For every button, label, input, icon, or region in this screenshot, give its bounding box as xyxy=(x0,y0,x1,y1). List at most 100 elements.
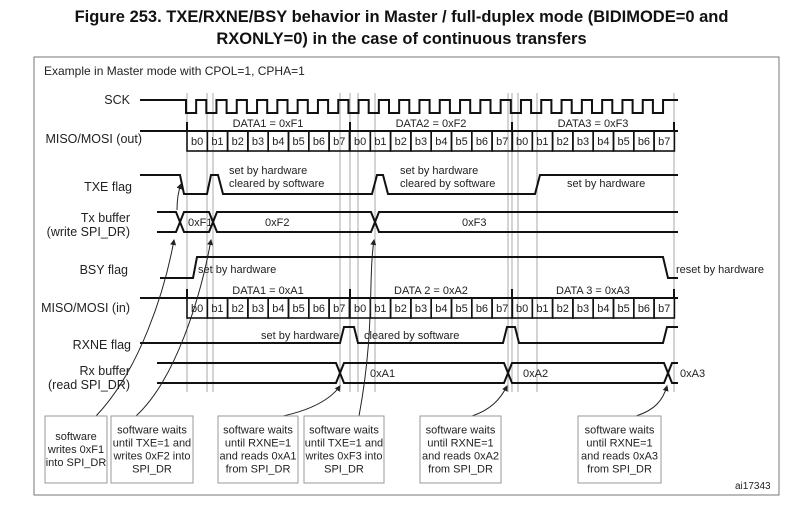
box-text-line: writes 0xF1 xyxy=(47,444,104,456)
bsy-waveform xyxy=(160,256,678,279)
rxne-note-set: set by hardware xyxy=(261,330,339,342)
rxne-waveform xyxy=(140,326,678,344)
in-bit-label: b2 xyxy=(395,303,407,315)
arrow-box1 xyxy=(95,239,177,417)
out-bit-label: b2 xyxy=(232,136,244,148)
box-text-line: from SPI_DR xyxy=(587,464,652,476)
out-bit-label: b6 xyxy=(476,136,488,148)
out-bit-label: b4 xyxy=(435,136,447,148)
box-text-line: until RXNE=1 xyxy=(427,438,493,450)
out-bit-label: b0 xyxy=(191,136,203,148)
in-bit-label: b4 xyxy=(272,303,284,315)
label-rxbuf: Rx buffer xyxy=(80,364,131,378)
example-caption: Example in Master mode with CPOL=1, CPHA… xyxy=(44,64,305,78)
tx-value-3: 0xF3 xyxy=(462,217,486,229)
txe-note-3: set by hardware xyxy=(567,178,645,190)
label-bsy: BSY flag xyxy=(80,263,128,277)
out-byte-label: DATA2 = 0xF2 xyxy=(396,118,467,130)
label-out: MISO/MOSI (out) xyxy=(45,132,142,146)
out-bit-label: b3 xyxy=(577,136,589,148)
in-bit-label: b7 xyxy=(658,303,670,315)
out-bit-label: b5 xyxy=(618,136,630,148)
out-bit-label: b1 xyxy=(536,136,548,148)
txe-note-1b: cleared by software xyxy=(229,178,324,190)
figure-title: Figure 253. TXE/RXNE/BSY behavior in Mas… xyxy=(0,6,803,50)
in-byte-label: DATA1 = 0xA1 xyxy=(232,285,303,297)
out-bit-label: b5 xyxy=(293,136,305,148)
rx-value-1: 0xA1 xyxy=(370,368,395,380)
box-text-line: software xyxy=(55,431,97,443)
out-bit-label: b4 xyxy=(597,136,609,148)
arrow-box2 xyxy=(135,239,214,417)
box-text-line: and reads 0xA2 xyxy=(422,451,499,463)
in-bit-label: b0 xyxy=(516,303,528,315)
box-text-line: software waits xyxy=(309,425,379,437)
figure-id: ai17343 xyxy=(735,481,771,492)
label-rxne: RXNE flag xyxy=(73,338,131,352)
label-in: MISO/MOSI (in) xyxy=(41,301,130,315)
box-text-line: software waits xyxy=(117,425,187,437)
arrow-box1-txe xyxy=(176,183,183,211)
in-bit-cell xyxy=(653,297,676,319)
box-text-line: software waits xyxy=(426,425,496,437)
in-bit-label: b6 xyxy=(476,303,488,315)
label-sck: SCK xyxy=(104,93,130,107)
in-bit-label: b7 xyxy=(496,303,508,315)
out-bit-label: b6 xyxy=(638,136,650,148)
rxne-note-clear: cleared by software xyxy=(364,330,459,342)
box-text-line: until TXE=1 and xyxy=(305,438,383,450)
box-text-line: into SPI_DR xyxy=(46,457,107,469)
tx-value-1: 0xF1 xyxy=(188,217,212,229)
rx-value-2: 0xA2 xyxy=(523,368,548,380)
in-bit-label: b1 xyxy=(536,303,548,315)
in-bit-label: b0 xyxy=(354,303,366,315)
bsy-note-reset: reset by hardware xyxy=(676,264,764,276)
sck-waveform xyxy=(140,99,678,114)
out-bit-label: b7 xyxy=(496,136,508,148)
in-bit-label: b5 xyxy=(293,303,305,315)
in-byte-label: DATA 2 = 0xA2 xyxy=(394,285,468,297)
label-rxbuf-sub: (read SPI_DR) xyxy=(48,378,130,392)
box-text-line: and reads 0xA3 xyxy=(581,451,658,463)
label-txbuf: Tx buffer xyxy=(81,211,130,225)
title-line-2: RXONLY=0) in the case of continuous tran… xyxy=(216,30,587,48)
txe-waveform xyxy=(140,174,678,195)
out-bit-label: b3 xyxy=(252,136,264,148)
out-bit-label: b1 xyxy=(211,136,223,148)
rx-buffer-top xyxy=(157,362,678,376)
out-bit-label: b1 xyxy=(374,136,386,148)
out-bit-cell xyxy=(653,130,676,152)
in-bit-label: b2 xyxy=(232,303,244,315)
txe-note-1a: set by hardware xyxy=(229,165,307,177)
in-bit-label: b1 xyxy=(211,303,223,315)
box-text-line: writes 0xF2 into xyxy=(112,451,190,463)
box-text-line: software waits xyxy=(585,425,655,437)
out-bit-label: b2 xyxy=(395,136,407,148)
box-text-line: until RXNE=1 xyxy=(225,438,291,450)
box-text-line: until RXNE=1 xyxy=(586,438,652,450)
out-byte-label: DATA3 = 0xF3 xyxy=(558,118,629,130)
out-bit-label: b4 xyxy=(272,136,284,148)
tx-buffer-top xyxy=(157,211,678,225)
in-bit-label: b3 xyxy=(252,303,264,315)
arrow-box3 xyxy=(282,385,341,417)
box-text-line: until TXE=1 and xyxy=(113,438,191,450)
in-bit-label: b2 xyxy=(557,303,569,315)
out-bit-label: b0 xyxy=(354,136,366,148)
in-bit-label: b1 xyxy=(374,303,386,315)
arrow-box5 xyxy=(471,385,508,417)
title-line-1: Figure 253. TXE/RXNE/BSY behavior in Mas… xyxy=(74,8,729,26)
box-text-line: writes 0xF3 into xyxy=(304,451,382,463)
box-text-line: software waits xyxy=(223,425,293,437)
out-bit-label: b2 xyxy=(557,136,569,148)
in-bit-label: b3 xyxy=(577,303,589,315)
tx-buffer-bottom xyxy=(157,219,678,233)
out-byte-label: DATA1 = 0xF1 xyxy=(233,118,304,130)
out-bit-label: b7 xyxy=(658,136,670,148)
